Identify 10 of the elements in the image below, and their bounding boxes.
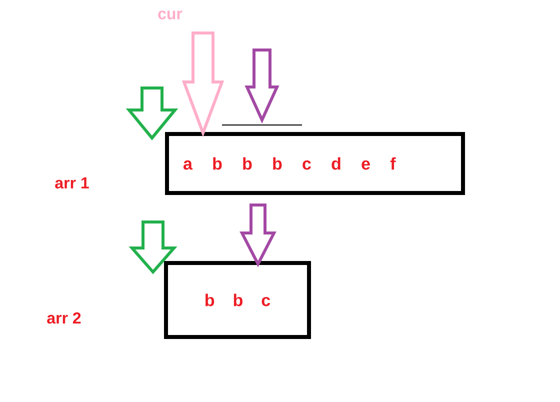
array-name: arr 2 [47, 312, 81, 324]
block-arrow [128, 220, 178, 274]
array-name: arr 1 [55, 177, 89, 189]
block-arrow [240, 204, 276, 268]
array-box: b b c [164, 261, 311, 339]
array-box: a b b b c d e f [165, 132, 465, 195]
block-arrow [126, 86, 178, 140]
pointer-label: cur [158, 10, 182, 20]
block-arrow [182, 32, 224, 138]
block-arrow [244, 48, 280, 124]
